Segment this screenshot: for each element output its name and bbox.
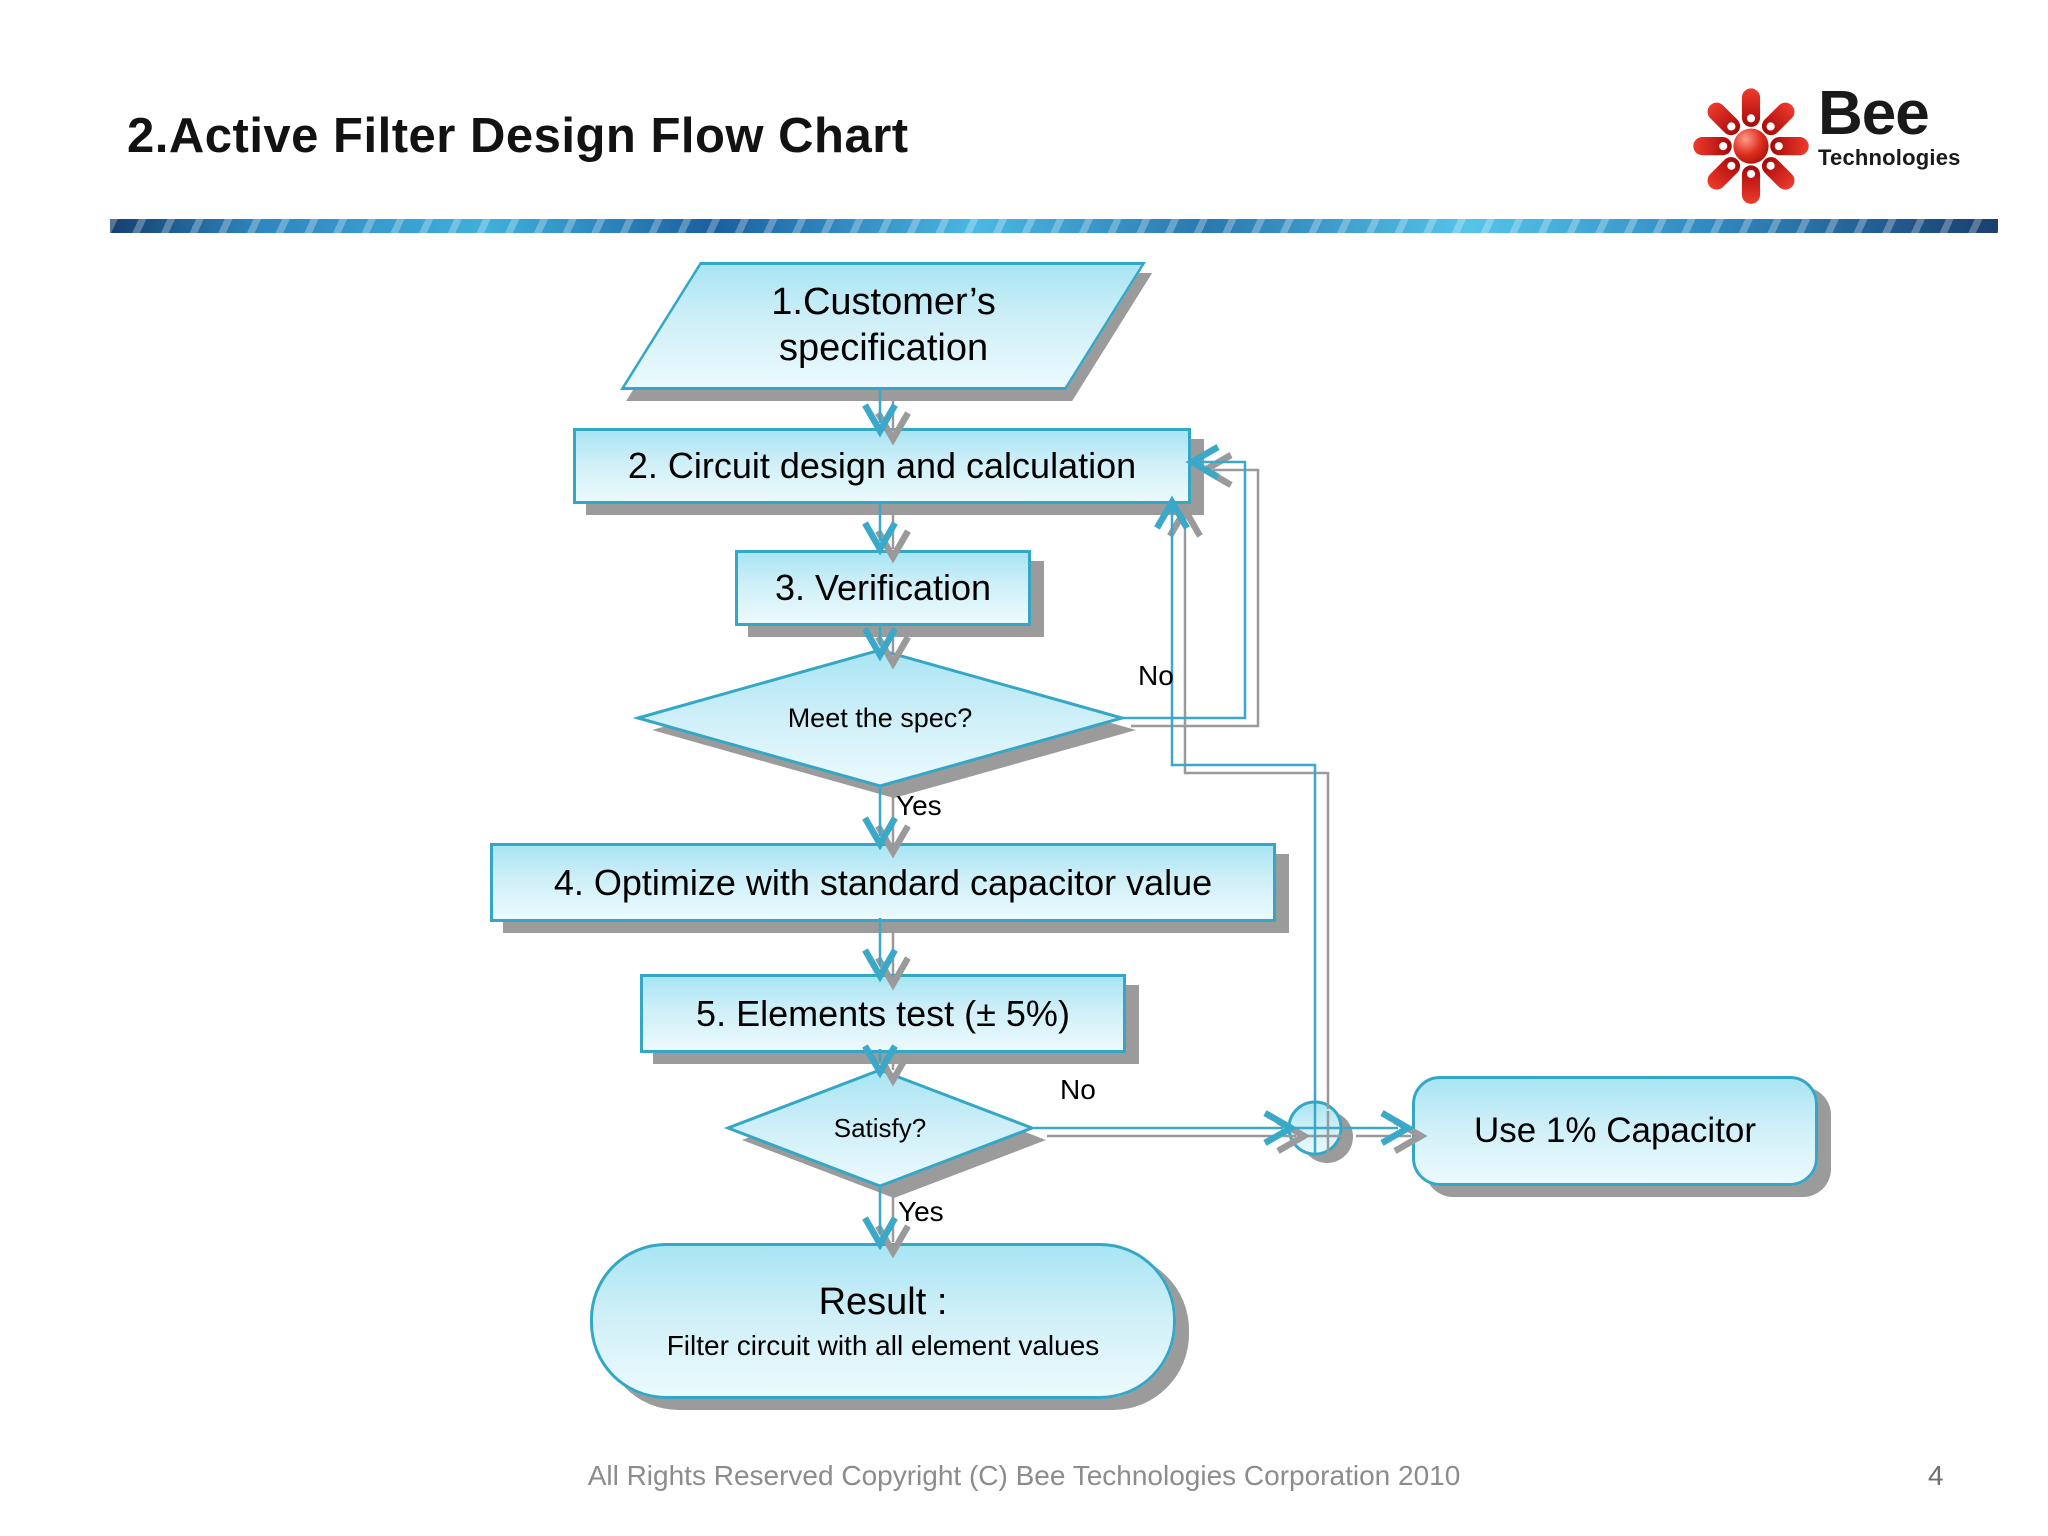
node-satisfy-label: Satisfy? [833,1112,927,1143]
node-customer-spec-label: 1.Customer’s specification [770,281,996,369]
result-title: Result : [818,1280,948,1323]
edge-label-meet-no: No [1138,660,1174,691]
copyright-text: All Rights Reserved Copyright (C) Bee Te… [587,1460,1461,1491]
result-subtitle: Filter circuit with all element values [666,1329,1100,1361]
page-number: 4 [1928,1460,1944,1491]
node-elements-test-label: 5. Elements test (± 5%) [696,992,1070,1034]
junction-circle [1287,1100,1353,1163]
node-result: Result : Filter circuit with all element… [590,1243,1176,1399]
node-verification-label: 3. Verification [774,567,992,609]
edge-label-satisfy-yes: Yes [898,1196,944,1227]
logo-text: Bee Technologies [1818,79,1961,171]
node-use-1pct-capacitor: Use 1% Capacitor [1412,1076,1818,1186]
node-optimize-label: 4. Optimize with standard capacitor valu… [553,861,1213,903]
title-divider [110,219,1998,233]
node-circuit-design: 2. Circuit design and calculation [573,428,1191,504]
node-elements-test: 5. Elements test (± 5%) [640,974,1126,1053]
node-optimize: 4. Optimize with standard capacitor valu… [490,843,1276,922]
edge-label-satisfy-no: No [1060,1074,1096,1105]
logo-sub-text: Technologies [1818,144,1961,170]
edge-label-meet-yes: Yes [896,790,942,821]
starburst-core [1733,128,1769,164]
node-verification: 3. Verification [735,550,1031,626]
node-customer-spec: 1.Customer’s specification [620,262,1146,390]
bee-starburst-icon [1693,88,1809,204]
node-meet-spec-label: Meet the spec? [787,702,973,733]
node-circuit-design-label: 2. Circuit design and calculation [627,445,1137,487]
node-use-1pct-capacitor-label: Use 1% Capacitor [1473,1111,1757,1150]
brand-logo: Bee Technologies [1692,82,1961,206]
logo-brand-text: Bee [1818,79,1930,148]
starburst-petals [1693,88,1809,204]
page-title: 2.Active Filter Design Flow Chart [127,109,909,163]
